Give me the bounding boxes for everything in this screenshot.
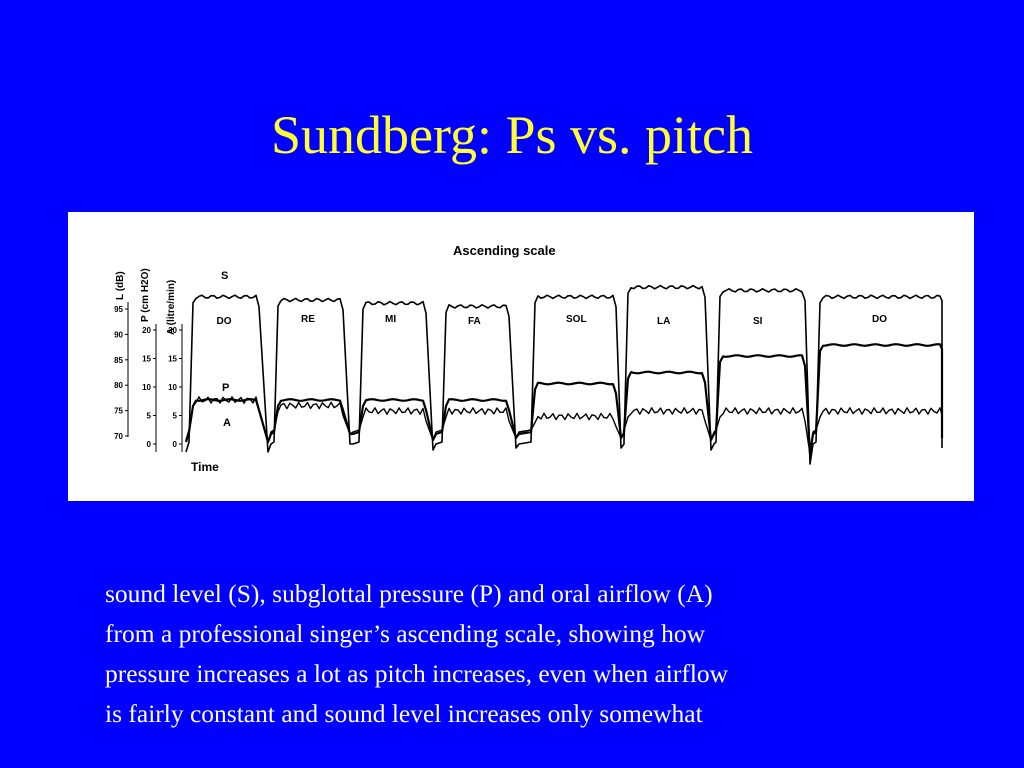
note-label: DO bbox=[872, 314, 887, 325]
note-label: SOL bbox=[566, 314, 587, 325]
axis-label-a: A (litre/min) bbox=[166, 280, 177, 335]
series-line-p bbox=[184, 343, 944, 456]
series-line-a bbox=[185, 396, 943, 455]
tick-label-a: 5 bbox=[173, 412, 178, 421]
caption-line: pressure increases a lot as pitch increa… bbox=[105, 659, 729, 688]
caption-line: from a professional singer’s ascending s… bbox=[105, 619, 706, 648]
tick-label-p: 20 bbox=[142, 326, 151, 335]
tick-label-a: 10 bbox=[168, 383, 177, 392]
tick-label-p: 0 bbox=[147, 440, 152, 449]
note-label: FA bbox=[468, 316, 481, 327]
tick-label-p: 5 bbox=[147, 412, 152, 421]
axis-label-p: P (cm H2O) bbox=[140, 268, 151, 322]
axis-ticks: 95 90 85 80 75 70 20 15 10 5 0 20 15 10 5 0 bbox=[114, 305, 182, 449]
tick-label-l: 85 bbox=[114, 356, 123, 365]
caption: sound level (S), subglottal pressure (P)… bbox=[105, 574, 965, 734]
tick-label-l: 95 bbox=[114, 305, 123, 314]
trace-labels: S P A bbox=[221, 270, 231, 429]
note-label: SI bbox=[753, 316, 763, 327]
tick-label-p: 10 bbox=[142, 383, 151, 392]
tick-label-l: 90 bbox=[114, 330, 123, 339]
x-axis-label: Time bbox=[191, 460, 219, 474]
note-label: LA bbox=[657, 316, 670, 327]
trace-label-a: A bbox=[223, 417, 231, 429]
axis-label-l: L (dB) bbox=[115, 271, 126, 300]
tick-label-a: 0 bbox=[173, 440, 178, 449]
note-labels: DO RE MI FA SOL LA SI DO bbox=[217, 314, 888, 327]
caption-line: is fairly constant and sound level incre… bbox=[105, 699, 703, 728]
tick-label-a: 15 bbox=[168, 355, 177, 364]
note-label: RE bbox=[301, 314, 315, 325]
tick-label-a: 20 bbox=[168, 326, 177, 335]
slide-title: Sundberg: Ps vs. pitch bbox=[270, 105, 754, 165]
chart-title: Ascending scale bbox=[453, 243, 556, 258]
trace-label-p: P bbox=[222, 382, 229, 394]
caption-line: sound level (S), subglottal pressure (P)… bbox=[105, 579, 713, 608]
chart-svg: Ascending scale L (dB) P (cm H2O) A (lit… bbox=[114, 243, 944, 474]
traces bbox=[184, 284, 944, 465]
note-label: DO bbox=[217, 316, 232, 327]
series-line-s bbox=[185, 284, 943, 465]
trace-label-s: S bbox=[221, 270, 228, 282]
tick-label-l: 80 bbox=[114, 381, 123, 390]
tick-label-l: 70 bbox=[114, 432, 123, 441]
tick-label-p: 15 bbox=[142, 355, 151, 364]
note-label: MI bbox=[385, 314, 396, 325]
tick-label-l: 75 bbox=[114, 407, 123, 416]
chart-figure: Ascending scale L (dB) P (cm H2O) A (lit… bbox=[68, 212, 974, 501]
